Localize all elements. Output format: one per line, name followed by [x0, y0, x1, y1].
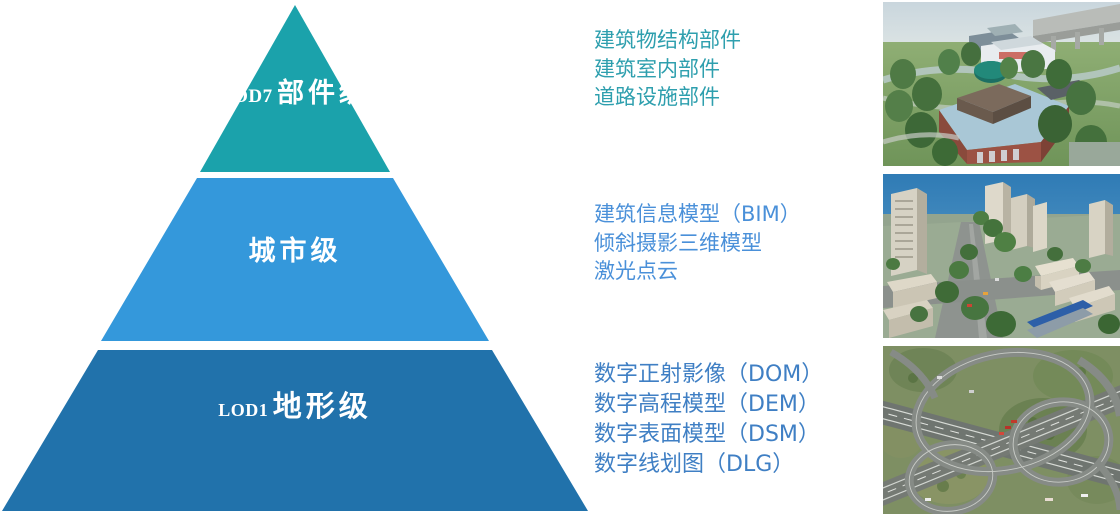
- orthophoto-illustration: [883, 346, 1120, 514]
- pyramid-tier-city-shape[interactable]: [101, 178, 489, 341]
- city-model-illustration: [883, 174, 1120, 338]
- thumbnail-building-component-3d-model[interactable]: [883, 2, 1120, 166]
- tier-items-city: 建筑信息模型（BIM） 倾斜摄影三维模型 激光点云: [594, 200, 801, 286]
- list-item: 数字线划图（DLG）: [594, 451, 795, 477]
- list-item: 建筑信息模型（BIM）: [594, 202, 801, 226]
- list-item: 倾斜摄影三维模型: [594, 230, 762, 255]
- lod-pyramid-graphic: [2, 5, 588, 511]
- tier-items-lod1: 数字正射影像（DOM） 数字高程模型（DEM） 数字表面模型（DSM） 数字线划…: [594, 360, 823, 480]
- list-item: 数字正射影像（DOM）: [594, 362, 824, 387]
- pyramid-tier-lod7-shape[interactable]: [200, 5, 390, 172]
- tier-items-lod7: 建筑物结构部件 建筑室内部件 道路设施部件: [594, 26, 741, 112]
- pyramid-tier-lod1-shape[interactable]: [2, 350, 588, 511]
- list-item: 激光点云: [594, 259, 678, 284]
- thumbnail-aerial-orthophoto-highway-interchange[interactable]: [883, 346, 1120, 514]
- building-model-illustration: [883, 2, 1120, 166]
- list-item: 建筑室内部件: [594, 56, 720, 81]
- list-item: 数字表面模型（DSM）: [594, 421, 820, 447]
- thumbnail-oblique-photogrammetry-city-model[interactable]: [883, 174, 1120, 338]
- list-item: 数字高程模型（DEM）: [594, 391, 820, 417]
- list-item: 建筑物结构部件: [594, 28, 741, 52]
- list-item: 道路设施部件: [594, 85, 720, 110]
